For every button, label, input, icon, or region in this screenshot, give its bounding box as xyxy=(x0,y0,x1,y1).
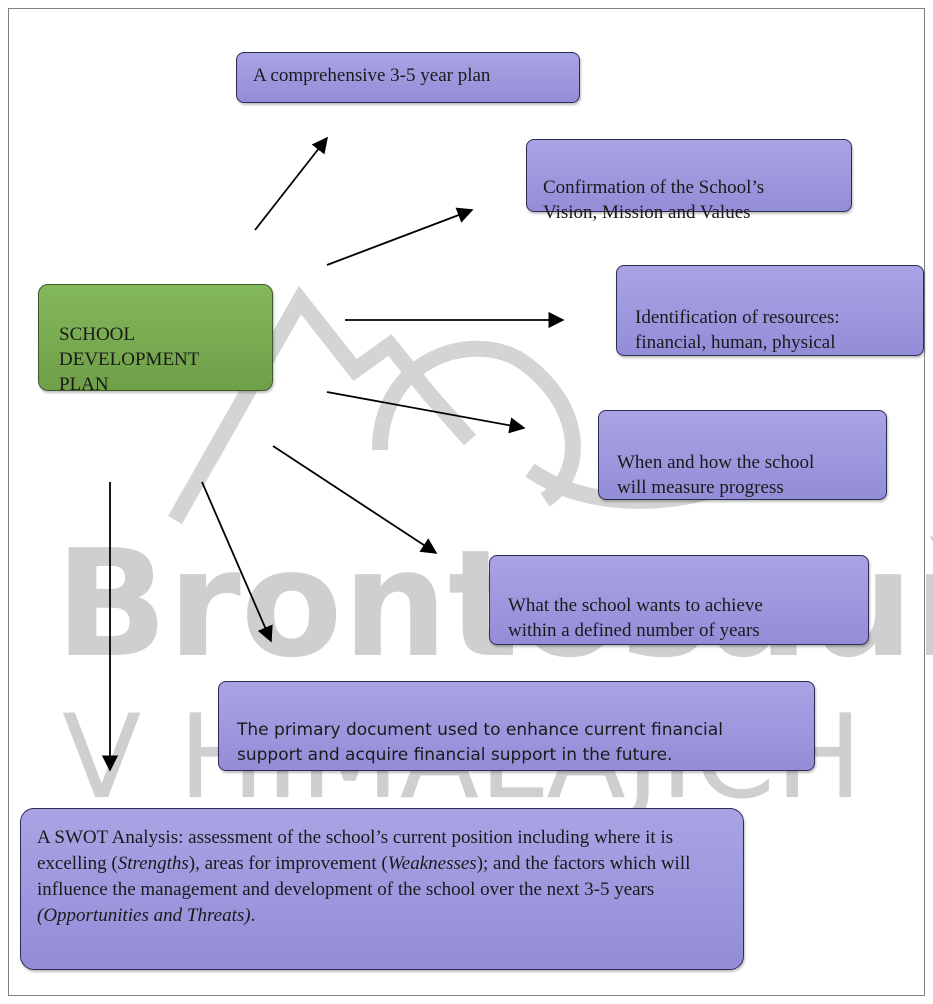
node-achieve-text: What the school wants to achieve within … xyxy=(508,595,763,641)
arrow-to-document xyxy=(201,481,273,643)
swot-text-part1: A SWOT Analysis: assessment of the schoo… xyxy=(37,827,674,874)
swot-text-part4: . xyxy=(250,905,256,926)
node-document-text: The primary document used to enhance cur… xyxy=(237,720,723,765)
swot-strengths: Strengths xyxy=(117,853,189,874)
center-node-school-development-plan: SCHOOL DEVELOPMENT PLAN xyxy=(38,284,273,395)
swot-weaknesses: Weaknesses xyxy=(387,853,477,874)
node-measure-progress: When and how the school will measure pro… xyxy=(598,410,887,500)
node-comprehensive-plan: A comprehensive 3-5 year plan xyxy=(236,52,580,103)
node-resources-text: Identification of resources: financial, … xyxy=(635,307,840,353)
arrow-to-progress xyxy=(326,391,526,434)
swot-text-part3: ); and the factors which will influence … xyxy=(37,853,691,900)
node-progress-text: When and how the school will measure pro… xyxy=(617,452,815,498)
arrow-to-achieve xyxy=(272,445,438,554)
node-comprehensive-plan-text: A comprehensive 3-5 year plan xyxy=(253,65,491,86)
arrow-to-vision xyxy=(326,207,474,266)
diagram-frame xyxy=(8,8,925,996)
node-what-school-wants-to-achieve: What the school wants to achieve within … xyxy=(489,555,869,645)
node-swot-analysis: A SWOT Analysis: assessment of the schoo… xyxy=(20,808,744,970)
node-primary-document: The primary document used to enhance cur… xyxy=(218,681,815,771)
swot-text-part2: ), areas for improvement ( xyxy=(188,853,388,874)
center-node-text: SCHOOL DEVELOPMENT PLAN xyxy=(59,324,200,395)
node-vision-text: Confirmation of the School’s Vision, Mis… xyxy=(543,177,765,223)
node-identification-of-resources: Identification of resources: financial, … xyxy=(616,265,924,356)
swot-opportunities-threats: (Opportunities and Threats) xyxy=(37,905,251,926)
arrow-to-plan xyxy=(254,136,328,231)
node-vision-mission-values: Confirmation of the School’s Vision, Mis… xyxy=(526,139,852,223)
